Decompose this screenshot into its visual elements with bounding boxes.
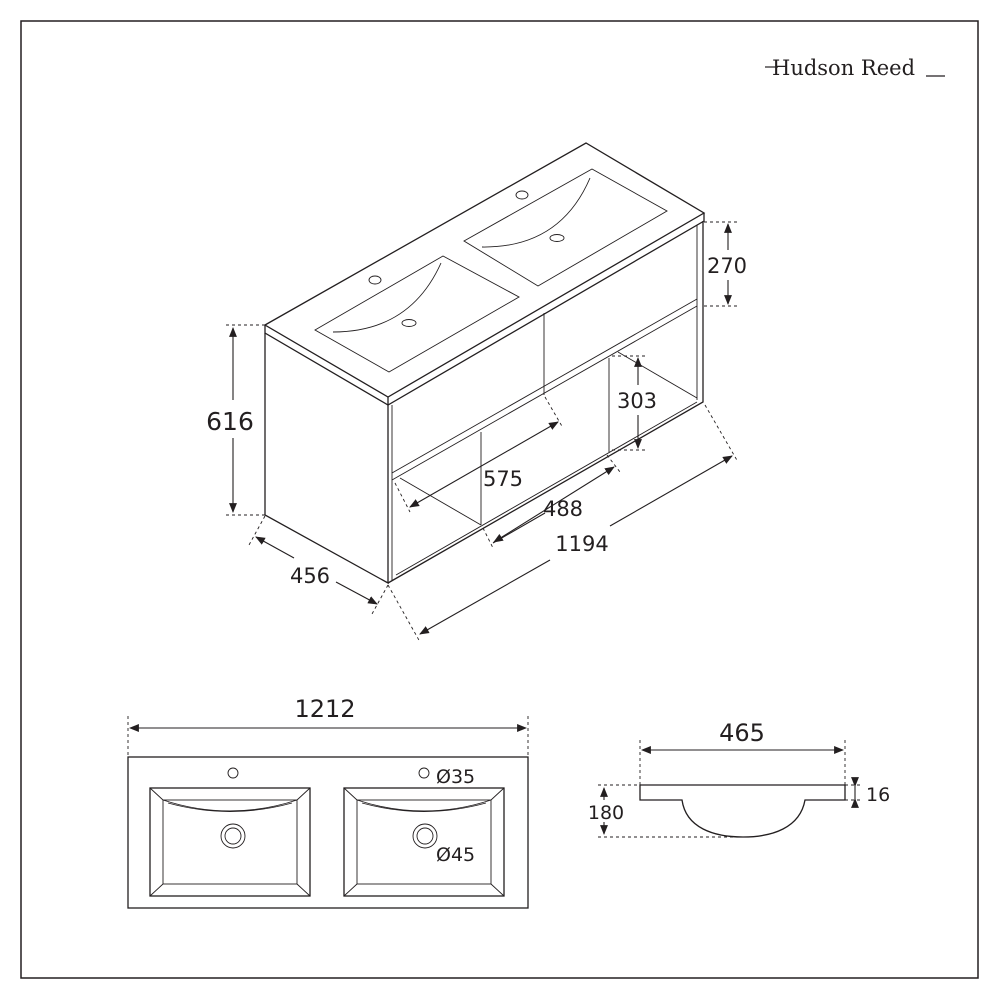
- side-profile: 465 180 16: [588, 719, 890, 838]
- drawing-frame: [20, 20, 979, 979]
- dim-16: 16: [866, 784, 890, 806]
- left-drain-iso: [401, 319, 417, 327]
- left-tap-hole-iso: [368, 275, 382, 285]
- dim-270: 270: [707, 254, 747, 278]
- basin-profile: [639, 784, 846, 838]
- tap-hole-diameter: Ø35: [436, 766, 475, 788]
- dim-488: 488: [543, 497, 583, 521]
- dim-303: 303: [617, 389, 657, 413]
- dim-456: 456: [290, 564, 330, 588]
- right-basin-iso: [463, 168, 668, 287]
- dim-575: 575: [483, 467, 523, 491]
- waste-diameter: Ø45: [436, 844, 475, 866]
- dim-180: 180: [588, 802, 624, 824]
- dim-616: 616: [206, 407, 254, 436]
- left-basin-top: [149, 767, 311, 897]
- isometric-dimensions: 616 270 303 575 488 1194 456: [206, 221, 747, 643]
- dim-1194: 1194: [555, 532, 608, 556]
- top-view: 1212 Ø35 Ø45: [127, 695, 529, 909]
- dim-1212: 1212: [294, 695, 355, 723]
- dim-465: 465: [719, 719, 765, 747]
- right-basin-top: [343, 767, 505, 897]
- logo-text: Hudson Reed: [772, 56, 915, 80]
- countertop-outline: [127, 756, 529, 909]
- right-tap-hole-iso: [515, 190, 529, 200]
- brand-logo: Hudson Reed: [765, 56, 945, 80]
- right-drain-iso: [549, 234, 565, 242]
- left-basin-iso: [314, 255, 520, 373]
